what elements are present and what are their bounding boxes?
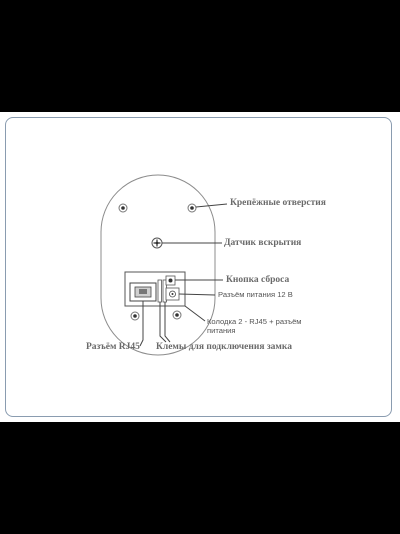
label-connector-block-line2: питания [207,326,236,335]
label-lock-terminals: Клемы для подключения замка [156,342,292,352]
label-power-connector: Разъём питания 12 В [218,290,293,299]
label-rj45-connector: Разъём RJ45 [86,342,140,352]
leader-power [178,293,216,296]
mounting-hole-bottom-right [172,310,182,320]
mounting-hole-top-left [118,203,128,213]
tamper-sensor-icon [151,237,163,249]
power-connector-icon [165,287,180,301]
label-connector-block: Колодка 2 - RJ45 + разъём питания [207,317,302,335]
label-tamper-sensor: Датчик вскрытия [224,238,302,248]
device-body [100,174,216,356]
leader-lock-a [159,302,167,343]
label-reset-button: Кнопка сброса [226,275,290,285]
leader-rj45 [139,301,144,347]
mounting-hole-bottom-left [130,311,140,321]
label-connector-block-line1: Колодка 2 - RJ45 + разъём [207,317,302,326]
leader-mounting [195,203,228,208]
label-mounting-holes: Крепёжные отверстия [230,198,326,208]
leader-block [184,305,206,322]
leader-lock-b [164,302,171,343]
reset-button-icon [165,275,176,286]
mounting-hole-top-right [187,203,197,213]
